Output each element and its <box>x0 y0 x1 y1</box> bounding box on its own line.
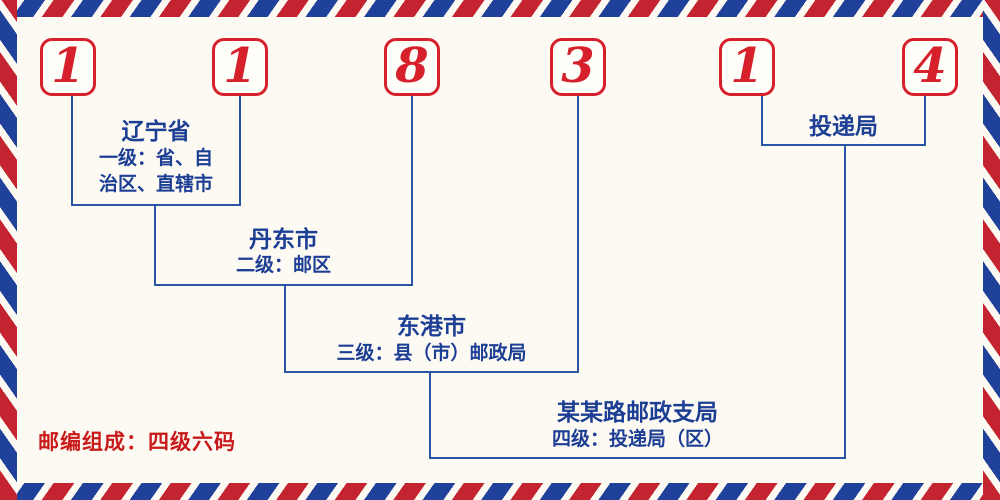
airmail-border-right <box>983 0 1000 500</box>
level4-name: 某某路邮政支局 <box>557 400 718 426</box>
digit-4: 3 <box>561 38 595 94</box>
level3-desc: 三级：县（市）邮政局 <box>336 342 527 364</box>
bracket-level3 <box>284 96 579 373</box>
composition-note: 邮编组成：四级六码 <box>38 430 236 454</box>
digit-1: 1 <box>51 38 85 94</box>
delivery-office-label: 投递局 <box>809 114 878 140</box>
bracket-level4 <box>429 145 846 459</box>
bracket-level5 <box>761 96 926 146</box>
level1-desc: 一级：省、自 治区、直辖市 <box>98 147 213 195</box>
level4-desc: 四级：投递局（区） <box>551 428 723 450</box>
digit-box-2: 1 <box>212 38 268 96</box>
digit-box-1: 1 <box>40 38 96 96</box>
level1-name: 辽宁省 <box>121 119 191 145</box>
digit-3: 8 <box>395 38 429 94</box>
digit-6: 4 <box>913 38 947 94</box>
level2-desc: 二级：邮区 <box>235 254 331 276</box>
digit-box-3: 8 <box>384 38 440 96</box>
digit-box-6: 4 <box>902 38 958 96</box>
level2-name: 丹东市 <box>249 227 318 253</box>
digit-2: 1 <box>223 38 257 94</box>
bracket-level2 <box>154 96 413 286</box>
digit-5: 1 <box>730 38 764 94</box>
airmail-border-top <box>0 0 1000 17</box>
airmail-border-bottom <box>0 483 1000 500</box>
airmail-border-left <box>0 0 17 500</box>
digit-box-5: 1 <box>719 38 775 96</box>
digit-box-4: 3 <box>550 38 606 96</box>
level3-name: 东港市 <box>397 314 466 340</box>
